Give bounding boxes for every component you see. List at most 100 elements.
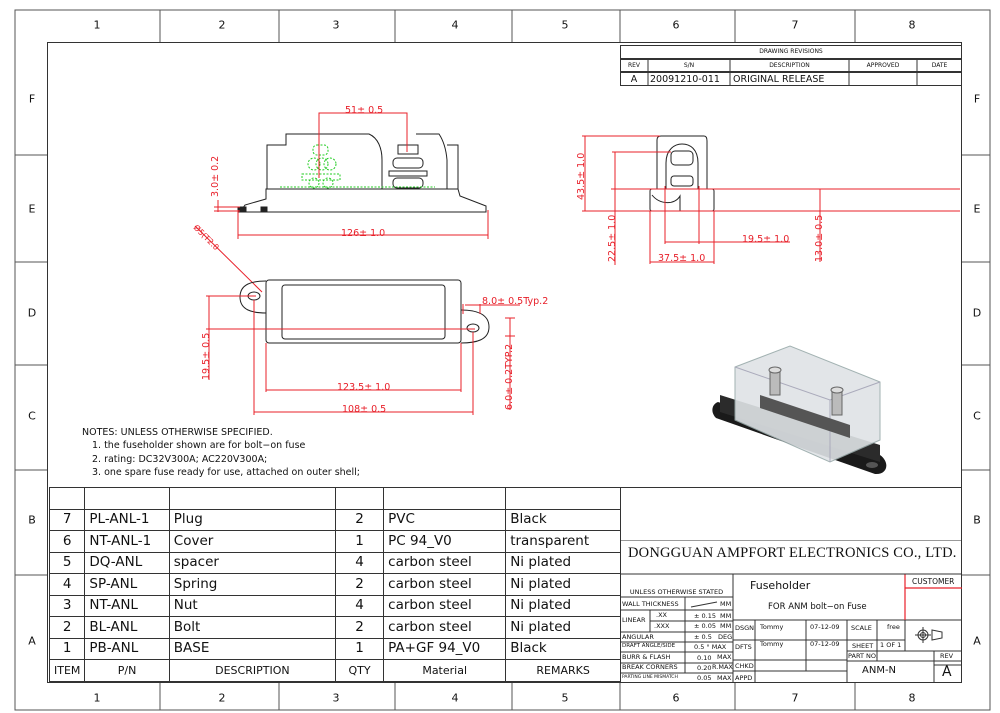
material: carbon steel bbox=[383, 573, 507, 596]
row-label: C bbox=[973, 409, 981, 423]
side-view-dimensions bbox=[582, 135, 960, 265]
sn-header: S/N bbox=[683, 62, 695, 69]
row-label: E bbox=[973, 202, 981, 216]
note-item: 3. one spare fuse ready for use, attache… bbox=[92, 466, 361, 478]
material: PC 94_V0 bbox=[383, 530, 507, 553]
rev-label: REV bbox=[940, 652, 954, 660]
revisions-title: DRAWING REVISIONS bbox=[759, 48, 823, 55]
dimension-labels: 51± 0.5 3.0± 0.2 126± 1.0 Ø5(T2.0 8.0± 0… bbox=[192, 105, 825, 415]
remarks: Black bbox=[505, 508, 621, 531]
revision-description: ORIGINAL RELEASE bbox=[733, 74, 825, 85]
break-label: BREAK CORNERS bbox=[622, 663, 678, 671]
product-image bbox=[712, 345, 887, 475]
description-header: DESCRIPTION bbox=[769, 62, 810, 69]
column-label: 2 bbox=[218, 18, 226, 32]
hidden-spring bbox=[280, 144, 435, 189]
rev-value: A bbox=[942, 664, 952, 680]
description: Plug bbox=[168, 508, 336, 531]
header-pn: P/N bbox=[84, 659, 170, 682]
note-item: 2. rating: DC32V300A; AC220V300A; bbox=[92, 453, 268, 465]
column-label: 7 bbox=[791, 18, 799, 32]
part-no-label: PART NO. bbox=[848, 652, 878, 660]
max-unit: MAX bbox=[717, 674, 732, 682]
dim-43-5: 43.5± 1.0 bbox=[576, 153, 587, 200]
angular-label: ANGULAR bbox=[622, 633, 654, 641]
row-label: A bbox=[28, 634, 36, 648]
revision-rev: A bbox=[630, 74, 638, 85]
table-row-empty bbox=[48, 487, 621, 510]
row-label: A bbox=[973, 634, 981, 648]
max-unit: MAX bbox=[717, 653, 732, 661]
item: 5 bbox=[48, 551, 86, 574]
remarks: Ni plated bbox=[505, 594, 621, 617]
dim-37-5: 37.5± 1.0 bbox=[658, 253, 705, 264]
column-label: 6 bbox=[672, 691, 680, 705]
rmax-unit: R.MAX bbox=[712, 663, 733, 671]
pn: PB-ANL bbox=[84, 637, 170, 660]
scale-value: free bbox=[887, 623, 900, 631]
remarks: Black bbox=[505, 637, 621, 660]
dim-19-5-side: 19.5± 1.0 bbox=[742, 234, 789, 245]
unless-stated: UNLESS OTHERWISE STATED bbox=[629, 588, 724, 596]
item: 6 bbox=[48, 530, 86, 553]
wall-thickness-label: WALL THICKNESS bbox=[622, 600, 679, 608]
scale-label: SCALE bbox=[851, 624, 872, 632]
description: Cover bbox=[168, 530, 336, 553]
pn: SP-ANL bbox=[84, 573, 170, 596]
qty: 2 bbox=[334, 573, 385, 596]
dim-hole: Ø5(T2.0 bbox=[192, 222, 222, 252]
burr-label: BURR & FLASH bbox=[622, 653, 671, 661]
xxx-tolerance: ± 0.05 bbox=[694, 622, 716, 630]
mm-unit: MM bbox=[720, 622, 732, 630]
item: 1 bbox=[48, 637, 86, 660]
appd-label: APPD bbox=[735, 674, 753, 682]
material: carbon steel bbox=[383, 551, 507, 574]
row-label: B bbox=[973, 513, 981, 527]
projection-symbol-icon bbox=[915, 627, 943, 643]
parting-value: 0.05 bbox=[697, 674, 712, 682]
linear-label: LINEAR bbox=[622, 616, 646, 624]
description: BASE bbox=[168, 637, 336, 660]
column-label: 1 bbox=[93, 691, 101, 705]
remarks: Ni plated bbox=[505, 616, 621, 639]
material: carbon steel bbox=[383, 616, 507, 639]
column-label: 8 bbox=[908, 18, 916, 32]
date-header: DATE bbox=[931, 62, 948, 69]
front-view bbox=[237, 133, 487, 213]
dim-108: 108± 0.5 bbox=[342, 404, 386, 415]
qty: 1 bbox=[334, 530, 385, 553]
row-label: C bbox=[28, 409, 36, 423]
draft-value: 0.5 ° MAX bbox=[694, 643, 727, 651]
dim-51: 51± 0.5 bbox=[345, 105, 383, 116]
dfts-name: Tommy bbox=[760, 640, 784, 648]
draft-label: DRAFT ANGLE/SIDE bbox=[622, 643, 676, 649]
top-view bbox=[239, 279, 490, 344]
dim-19-5-top: 19.5± 0.5 bbox=[201, 333, 212, 380]
material: PVC bbox=[383, 508, 507, 531]
dsgn-name: Tommy bbox=[760, 623, 784, 631]
parting-label: PARTING LINE MISMATCH bbox=[622, 675, 678, 680]
item: 7 bbox=[48, 508, 86, 531]
customer-label: CUSTOMER bbox=[912, 577, 955, 586]
dsgn-label: DSGN bbox=[735, 624, 755, 632]
header-item: ITEM bbox=[48, 659, 86, 682]
item: 2 bbox=[48, 616, 86, 639]
qty: 1 bbox=[334, 637, 385, 660]
column-label: 3 bbox=[332, 18, 340, 32]
column-label: 4 bbox=[451, 691, 459, 705]
company-name: DONGGUAN AMPFORT ELECTRONICS CO., LTD. bbox=[628, 545, 957, 561]
item: 3 bbox=[48, 594, 86, 617]
row-label: B bbox=[28, 513, 36, 527]
pn: NT-ANL bbox=[84, 594, 170, 617]
drawing-border bbox=[47, 42, 962, 683]
column-label: 5 bbox=[561, 691, 569, 705]
approved-header: APPROVED bbox=[866, 62, 900, 69]
remarks: transparent bbox=[505, 530, 621, 553]
